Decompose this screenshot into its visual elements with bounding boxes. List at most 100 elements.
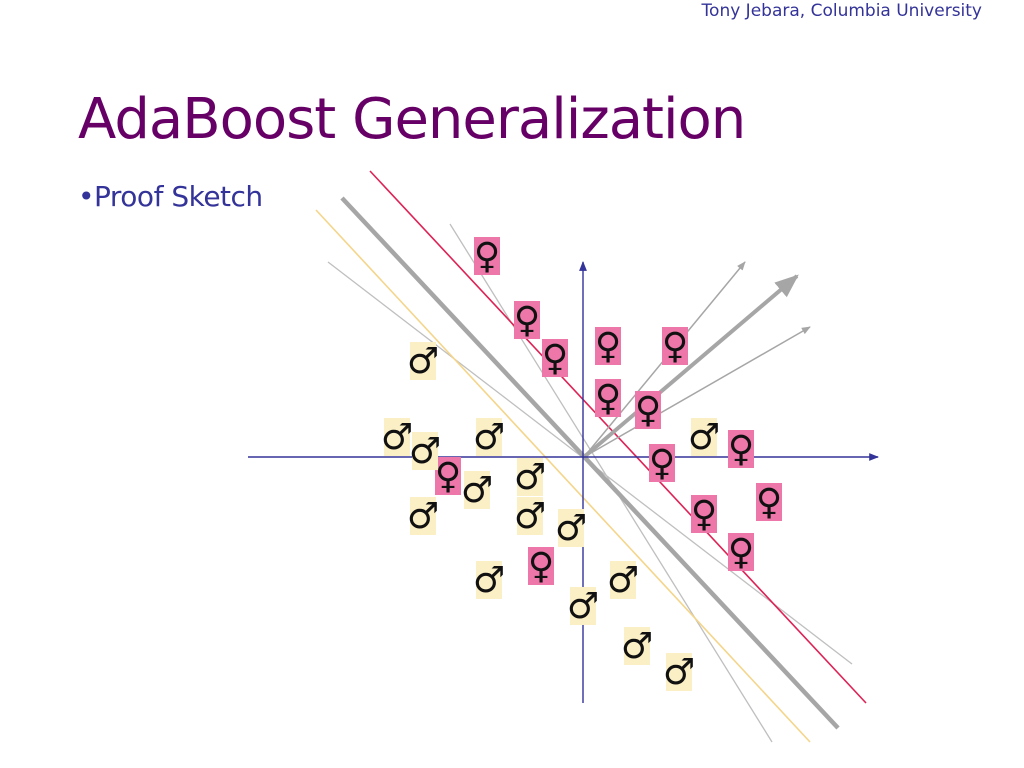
female-symbol-icon: ♀ (662, 326, 688, 367)
point-background (691, 495, 717, 533)
male-symbol-icon: ♂ (407, 341, 439, 382)
point-background (476, 418, 502, 456)
female-symbol-point: ♀ (474, 236, 500, 277)
male-symbol-point: ♂ (407, 341, 439, 382)
female-symbol-point: ♀ (595, 378, 621, 419)
male-symbol-point: ♂ (607, 560, 639, 601)
weight-vector-main (582, 274, 799, 459)
author-credit: Tony Jebara, Columbia University (701, 1, 982, 21)
point-background (412, 432, 438, 470)
male-symbol-point: ♂ (514, 496, 546, 537)
female-symbol-icon: ♀ (756, 482, 782, 523)
point-background (517, 458, 543, 496)
point-background (624, 627, 650, 665)
male-symbol-icon: ♂ (514, 457, 546, 498)
male-symbol-icon: ♂ (407, 496, 439, 537)
female-symbol-point: ♀ (635, 390, 661, 431)
female-symbol-icon: ♀ (514, 300, 540, 341)
female-symbol-point: ♀ (662, 326, 688, 367)
male-symbol-point: ♂ (473, 417, 505, 458)
point-background (517, 497, 543, 535)
point-background (528, 547, 554, 585)
female-symbol-icon: ♀ (542, 338, 568, 379)
point-background (410, 497, 436, 535)
bullet-marker: • (78, 180, 95, 213)
point-background (610, 561, 636, 599)
male-symbol-icon: ♂ (473, 560, 505, 601)
point-background (756, 483, 782, 521)
male-symbol-point: ♂ (688, 417, 720, 458)
male-symbol-icon: ♂ (555, 508, 587, 549)
female-symbol-icon: ♀ (595, 378, 621, 419)
female-symbol-point: ♀ (728, 429, 754, 470)
male-symbol-icon: ♂ (473, 417, 505, 458)
point-background (384, 418, 410, 456)
female-symbol-point: ♀ (728, 532, 754, 573)
male-symbol-point: ♂ (381, 417, 413, 458)
male-symbol-point: ♂ (409, 431, 441, 472)
female-points: ♀♀♀♀♀♀♀♀♀♀♀♀♀♀ (435, 236, 782, 587)
male-symbol-icon: ♂ (621, 626, 653, 667)
slide-title: AdaBoost Generalization (78, 87, 746, 152)
point-background (570, 587, 596, 625)
bullet-item: •Proof Sketch (78, 178, 263, 216)
point-background (595, 379, 621, 417)
point-background (558, 509, 584, 547)
female-symbol-icon: ♀ (435, 456, 461, 497)
point-background (595, 327, 621, 365)
male-symbol-icon: ♂ (607, 560, 639, 601)
point-background (435, 457, 461, 495)
female-symbol-point: ♀ (542, 338, 568, 379)
male-symbol-icon: ♂ (514, 496, 546, 537)
female-symbol-icon: ♀ (728, 532, 754, 573)
point-background (728, 430, 754, 468)
female-symbol-point: ♀ (649, 443, 675, 484)
main-boundary-line (340, 196, 840, 730)
male-symbol-point: ♂ (461, 470, 493, 511)
point-background (476, 561, 502, 599)
point-background (514, 301, 540, 339)
female-symbol-icon: ♀ (635, 390, 661, 431)
point-background (635, 391, 661, 429)
male-symbol-point: ♂ (555, 508, 587, 549)
point-background (474, 237, 500, 275)
point-background (649, 444, 675, 482)
point-background (542, 339, 568, 377)
female-symbol-point: ♀ (691, 494, 717, 535)
point-background (662, 327, 688, 365)
male-symbol-point: ♂ (407, 496, 439, 537)
female-symbol-icon: ♀ (649, 443, 675, 484)
female-symbol-icon: ♀ (474, 236, 500, 277)
point-background (666, 653, 692, 691)
point-background (464, 471, 490, 509)
point-background (410, 342, 436, 380)
male-symbol-point: ♂ (514, 457, 546, 498)
male-symbol-icon: ♂ (688, 417, 720, 458)
axes (248, 261, 879, 703)
female-symbol-icon: ♀ (528, 546, 554, 587)
male-symbol-icon: ♂ (461, 470, 493, 511)
bullet-list: •Proof Sketch (78, 178, 263, 216)
female-symbol-icon: ♀ (728, 429, 754, 470)
male-symbol-point: ♂ (663, 652, 695, 693)
female-symbol-point: ♀ (435, 456, 461, 497)
bullet-text: Proof Sketch (94, 180, 263, 213)
male-symbol-point: ♂ (473, 560, 505, 601)
female-symbol-point: ♀ (514, 300, 540, 341)
male-symbol-point: ♂ (567, 586, 599, 627)
female-symbol-point: ♀ (595, 326, 621, 367)
yellow-boundary-line (315, 209, 811, 743)
female-symbol-icon: ♀ (595, 326, 621, 367)
point-background (691, 418, 717, 456)
male-symbol-icon: ♂ (409, 431, 441, 472)
female-symbol-point: ♀ (756, 482, 782, 523)
male-symbol-icon: ♂ (567, 586, 599, 627)
male-points: ♂♂♂♂♂♂♂♂♂♂♂♂♂♂♂ (381, 341, 720, 693)
female-symbol-point: ♀ (528, 546, 554, 587)
male-symbol-point: ♂ (621, 626, 653, 667)
male-symbol-icon: ♂ (381, 417, 413, 458)
weight-vector-thin-lower (583, 326, 811, 458)
male-symbol-icon: ♂ (663, 652, 695, 693)
female-symbol-icon: ♀ (691, 494, 717, 535)
